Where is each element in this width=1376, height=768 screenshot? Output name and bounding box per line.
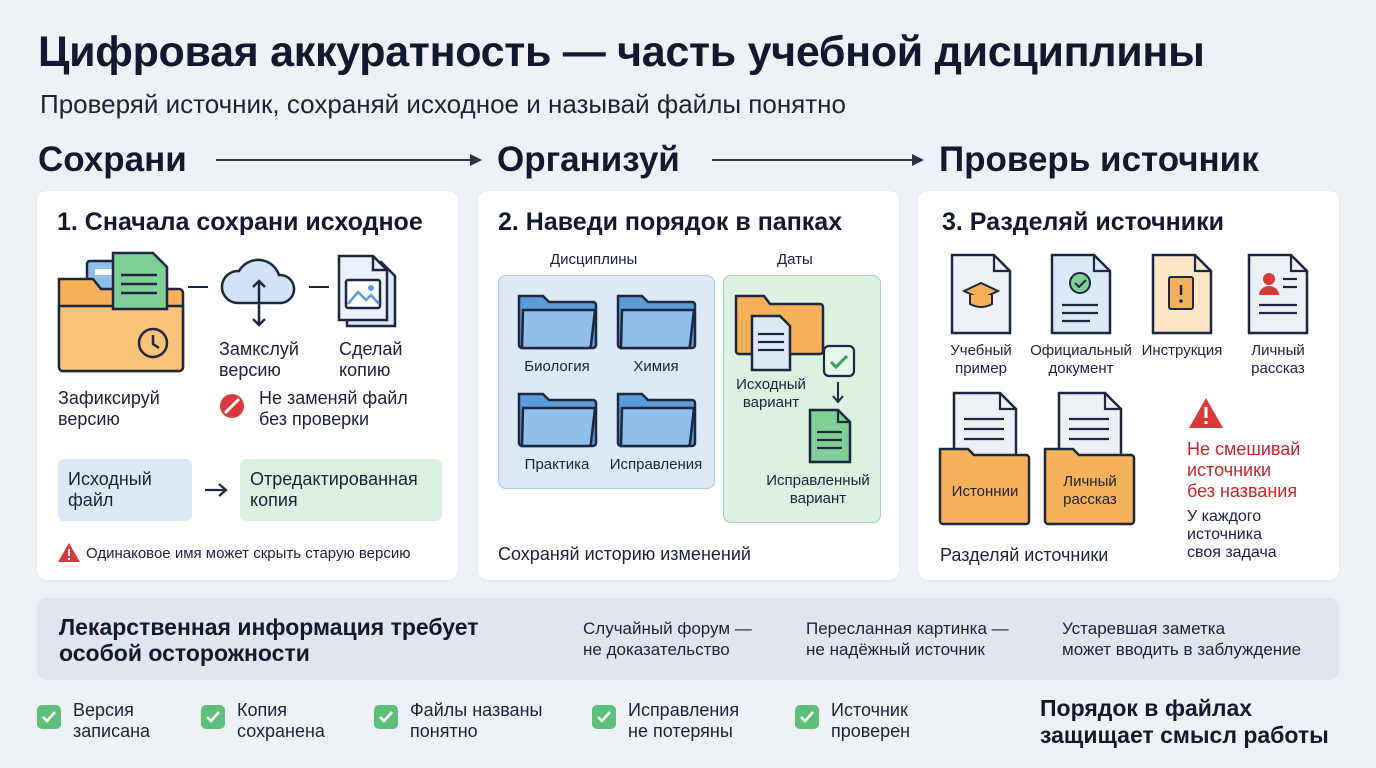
page-title: Цифровая аккуратность — часть учебной ди… (38, 28, 1205, 76)
folder-label-history: Истоннии (951, 483, 1019, 500)
banner-item-forum: Случайный форум —не доказательство (583, 619, 752, 659)
document-icon (808, 408, 852, 464)
arrow-right-icon (203, 482, 229, 498)
folder-label-biology: Биология (524, 358, 590, 375)
flow-arrow-icon (470, 154, 482, 166)
personal-story-doc-icon (1247, 253, 1309, 335)
arrow-down-icon (830, 382, 846, 404)
check-icon (374, 705, 398, 729)
check-icon (592, 705, 616, 729)
folder-icon (616, 290, 697, 350)
warning-icon (1188, 397, 1224, 429)
same-name-warning: Одинаковое имя может скрыть старую верси… (86, 545, 411, 562)
check-icon (795, 705, 819, 729)
stage-organize: Организуй (497, 140, 680, 179)
stage-check-source: Проверь источник (939, 140, 1259, 179)
manual-doc-icon (1151, 253, 1213, 335)
folder-label-chemistry: Химия (633, 358, 679, 375)
banner-item-picture: Пересланная картинка —не надёжный источн… (806, 619, 1009, 659)
card-save-original: 1. Сначала сохрани исходное (37, 191, 458, 580)
folder-icon (616, 388, 697, 448)
official-doc-icon (1050, 253, 1112, 335)
folder-document-icon (734, 288, 826, 372)
disciplines-box: Биология Химия Практика Исправления (498, 275, 715, 489)
check-icon (37, 705, 61, 729)
check-icon (201, 705, 225, 729)
card-organize-folders: 2. Наведи порядок в папках Дисциплины Да… (478, 191, 899, 580)
doc-label-manual: Инструкция (1141, 342, 1223, 359)
separate-sources-label: Разделяй источники (940, 545, 1109, 565)
history-folder-icon (938, 391, 1032, 527)
keep-history-label: Сохраняй историю изменений (498, 544, 751, 564)
check-badge-icon (822, 344, 856, 378)
folder-icon (517, 290, 598, 350)
card-title: 2. Наведи порядок в папках (498, 208, 843, 236)
folder-icon (517, 388, 598, 448)
folder-history-icon (57, 251, 187, 376)
flow-arrow-icon (912, 154, 924, 166)
flow-arrow-line (712, 159, 912, 161)
folder-label-corrections: Исправления (609, 456, 703, 473)
connector-line (309, 286, 329, 288)
stage-save: Сохрани (38, 140, 187, 179)
connector-line (188, 286, 208, 288)
cloud-sync-icon (219, 255, 299, 327)
prohibited-icon (219, 393, 245, 419)
page-subtitle: Проверяй источник, сохраняй исходное и н… (40, 89, 846, 119)
dates-label: Даты (777, 251, 813, 268)
card-separate-sources: 3. Разделяй источники (918, 191, 1339, 580)
flow-arrow-line (216, 159, 470, 161)
disciplines-label: Дисциплины (550, 251, 638, 268)
graduation-doc-icon (950, 253, 1012, 335)
folder-label-practice: Практика (524, 456, 590, 473)
story-folder-icon (1043, 391, 1137, 527)
card-title: 3. Разделяй источники (942, 208, 1225, 236)
image-copy-icon (337, 254, 399, 328)
card-title: 1. Сначала сохрани исходное (57, 208, 423, 236)
warning-icon (57, 542, 81, 563)
